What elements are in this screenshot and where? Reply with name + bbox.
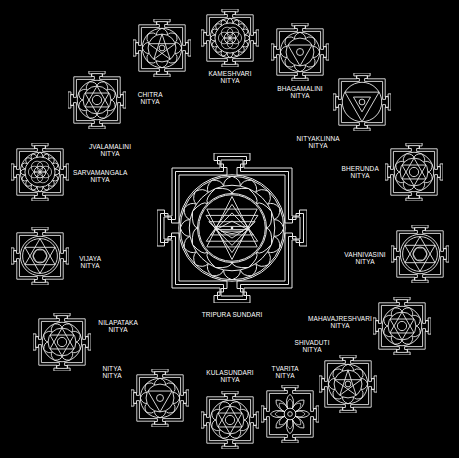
nitya-yantra: TVARITA NITYA	[261, 385, 319, 443]
yantra-drawing	[373, 297, 431, 355]
yantra-drawing	[385, 143, 443, 201]
yantra-drawing	[33, 313, 91, 371]
yantra-label: TRIPURA SUNDARI	[202, 311, 263, 318]
yantra-drawing	[133, 19, 191, 77]
yantra-drawing	[333, 73, 391, 131]
yantra-label: NITYA NITYA	[102, 365, 121, 380]
yantra-label: TVARITA NITYA	[272, 365, 299, 380]
nitya-yantra: BHERUNDA NITYA	[385, 143, 443, 201]
yantra-label: SARVAMANGALA NITYA	[73, 169, 127, 184]
yantra-drawing	[261, 385, 319, 443]
nitya-yantra: BHAGAMALINI NITYA	[271, 23, 329, 81]
yantra-label: KULASUNDARI NITYA	[206, 369, 253, 384]
yantra-drawing	[319, 355, 377, 413]
yantra-drawing	[157, 153, 307, 303]
yantra-drawing	[131, 369, 189, 427]
yantra-label: NITYAKLINNA NITYA	[297, 135, 340, 150]
yantra-drawing	[271, 23, 329, 81]
nitya-yantra: CHITRA NITYA	[133, 19, 191, 77]
nitya-yantra: SHIVADUTI NITYA	[319, 355, 377, 413]
nitya-yantra: JVALAMALINI NITYA	[68, 71, 126, 129]
nitya-yantra: KAMESHVARI NITYA	[201, 9, 259, 67]
yantra-label: NILAPATAKA NITYA	[98, 319, 137, 334]
nitya-yantra: VAHNIVASINI NITYA	[391, 225, 449, 283]
yantra-drawing	[11, 227, 69, 285]
yantra-label: CHITRA NITYA	[138, 91, 162, 106]
yantra-label: SHIVADUTI NITYA	[294, 339, 329, 354]
yantra-drawing	[68, 71, 126, 129]
yantra-drawing	[391, 225, 449, 283]
yantra-drawing	[201, 9, 259, 67]
yantra-label: JVALAMALINI NITYA	[89, 143, 131, 158]
yantra-label: VIJAYA NITYA	[79, 255, 101, 270]
central-yantra: TRIPURA SUNDARI	[157, 153, 307, 303]
nitya-yantra: MAHAVAJRESHVARI NITYA	[373, 297, 431, 355]
nitya-yantra: KULASUNDARI NITYA	[201, 391, 259, 449]
nitya-yantra: VIJAYA NITYA	[11, 227, 69, 285]
nitya-yantra: SARVAMANGALA NITYA	[11, 143, 69, 201]
yantra-label: KAMESHVARI NITYA	[208, 70, 251, 85]
yantra-label: MAHAVAJRESHVARI NITYA	[308, 315, 372, 330]
nitya-yantra: NILAPATAKA NITYA	[33, 313, 91, 371]
yantra-drawing	[201, 391, 259, 449]
nitya-yantra: NITYAKLINNA NITYA	[333, 73, 391, 131]
yantra-label: VAHNIVASINI NITYA	[344, 251, 385, 266]
yantra-label: BHERUNDA NITYA	[342, 165, 379, 180]
yantra-drawing	[11, 143, 69, 201]
yantra-label: BHAGAMALINI NITYA	[277, 85, 323, 100]
nitya-yantra: NITYA NITYA	[131, 369, 189, 427]
